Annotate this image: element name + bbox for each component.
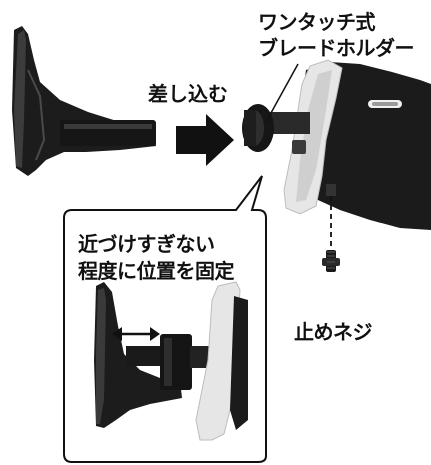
insert-action-label: 差し込む xyxy=(148,82,228,106)
holder-leader-line xyxy=(265,63,299,123)
gap-double-arrow xyxy=(112,327,160,341)
holder-title-line2: ブレードホルダー xyxy=(258,36,415,60)
inset-blade-closeup xyxy=(94,281,248,441)
inset-caption-line2: 程度に位置を固定 xyxy=(78,259,235,283)
inset-caption-line1: 近づけすぎない xyxy=(78,232,215,256)
set-screw xyxy=(322,250,340,272)
holder-title-line1: ワンタッチ式 xyxy=(258,10,376,34)
set-screw-label: 止めネジ xyxy=(294,320,373,344)
insert-arrow xyxy=(176,114,234,166)
blade-attachment xyxy=(12,26,156,176)
reciprocating-saw xyxy=(242,59,431,230)
